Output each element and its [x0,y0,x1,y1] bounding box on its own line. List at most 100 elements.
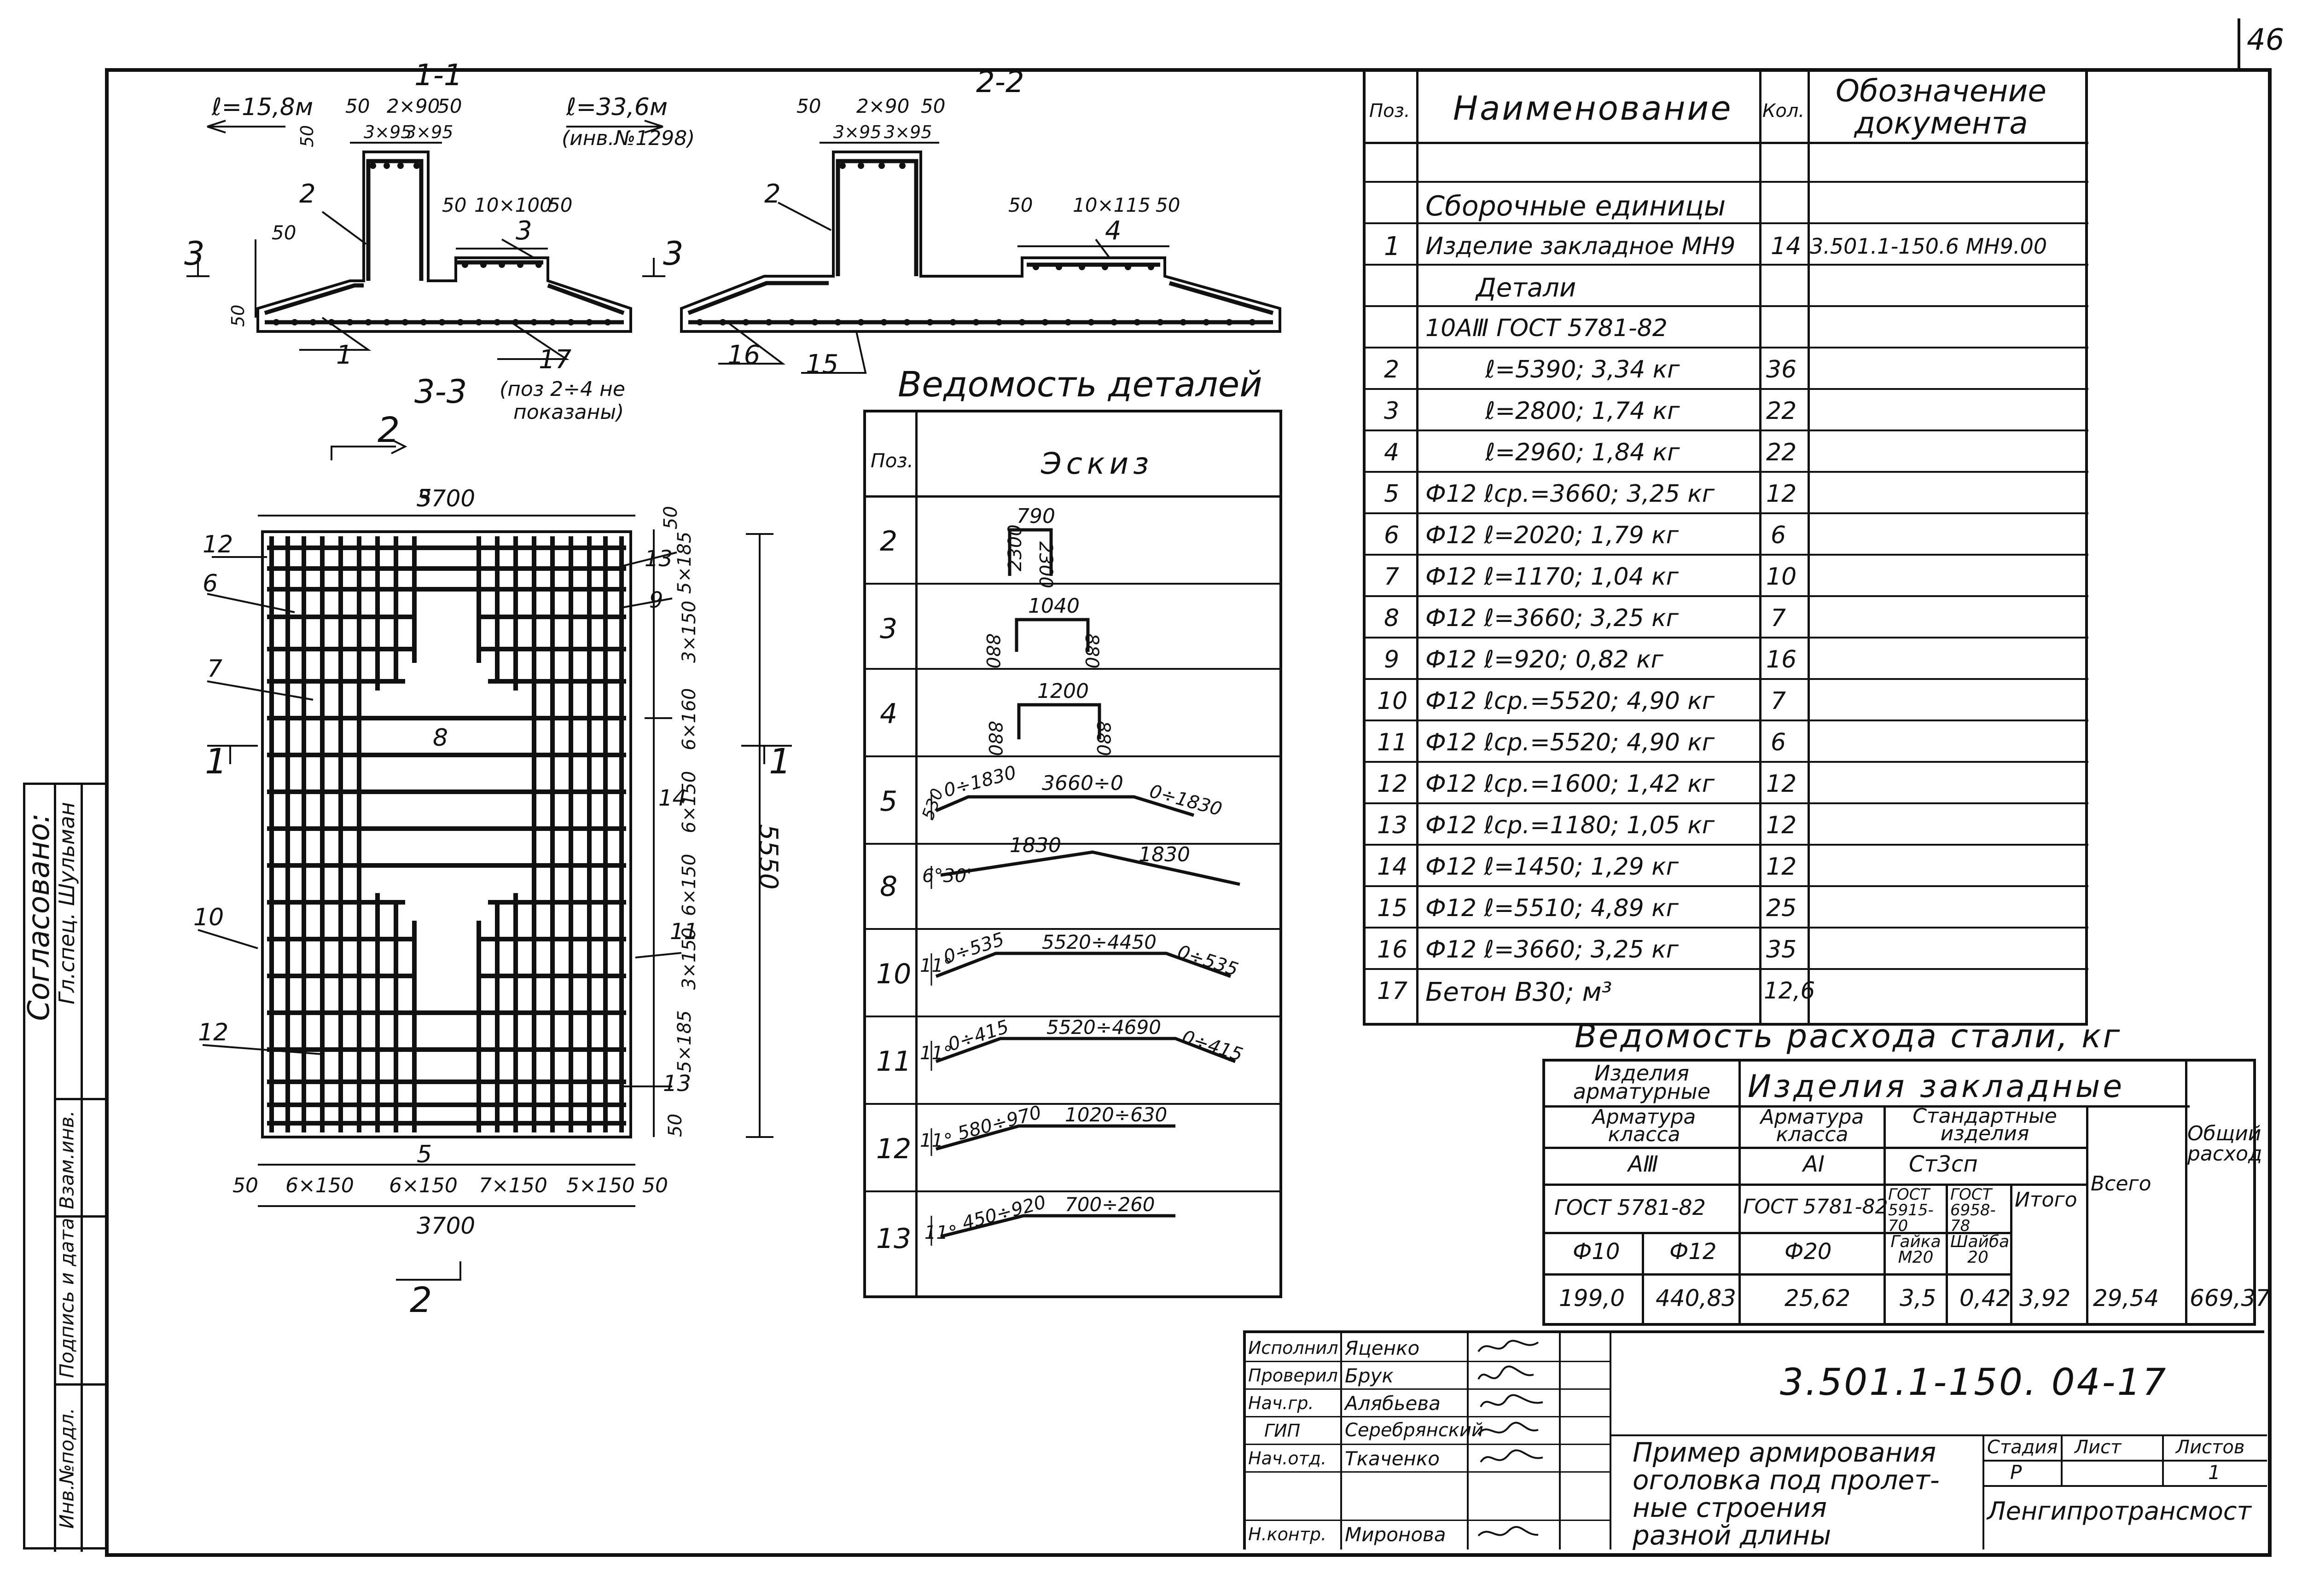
section-2-2-callout-4: 4 [1105,216,1122,246]
steel-h-total: Всего [2091,1172,2151,1196]
section-1-1-cut-right: 3 [663,235,684,273]
details-pos-3: 3 [880,613,898,645]
spec-row-6-qty: 6 [1771,522,1786,549]
sheet-number-box [2238,18,2240,69]
tb-role-2: Нач.гр. [1248,1393,1314,1413]
steel-h-rebar-class-2: Арматура класса [1760,1105,1864,1146]
spec-table: Поз. Наименование Кол. Обозначение докум… [1363,68,2088,1026]
plan-cut-bottom: 2 [410,1279,432,1320]
details-pos-11: 11 [876,1045,912,1078]
plan-callout-right-14: 14 [658,785,686,811]
spec-row-10-qty: 7 [1771,687,1786,715]
spec-row-1-qty: 14 [1771,232,1802,260]
details-sketches: 790 2300 2300 1040 880 880 1200 880 880 … [918,505,1245,1246]
spec-row-9-qty: 16 [1766,646,1797,673]
sketch-3-left: 880 [982,633,1003,668]
steel-class-a1: АⅠ [1803,1151,1825,1177]
sketch-2-top: 790 [1017,505,1055,528]
steel-val-d12: 440,83 [1656,1285,1736,1312]
tb-role-6: Н.контр. [1248,1524,1327,1544]
steel-h-rebar-items: Изделия арматурные [1573,1061,1711,1104]
sketch-2-left: 2300 [1005,524,1026,571]
section-2-2-dim-top-2: 50 [921,95,945,117]
section-3-3-note-1: (поз 2÷4 не [500,377,625,401]
spec-row-10-name: Ф12 ℓср.=5520; 4,90 кг [1425,687,1715,715]
spec-row-7-pos: 7 [1384,563,1400,591]
steel-h-subtotal: Итого [2015,1188,2077,1212]
spec-row-5-qty: 12 [1766,480,1797,508]
tb-organization: Ленгипротрансмост [1987,1497,2251,1526]
steel-gost-nut: ГОСТ 5915-70 [1888,1185,1934,1235]
tb-name-2: Алябьева [1345,1392,1441,1415]
sketch-8-c: 1830 [1139,843,1190,866]
section-2-2-dim-top-1: 2×90 [856,95,909,117]
plan-bottom-dim-4: 5×150 [566,1174,635,1197]
steel-grade: Ст3сп [1909,1151,1978,1177]
steel-h-total-all: Общий расход [2187,1122,2262,1166]
spec-row-2-pos: 2 [1384,356,1400,383]
sheet-number: 46 [2247,23,2285,57]
steel-table-title: Ведомость расхода стали, кг [1575,1017,2122,1055]
tb-stage-label: Стадия [1987,1437,2058,1458]
section-1-1-callout-3: 3 [516,216,532,246]
details-pos-2: 2 [880,525,898,557]
plan-callout-right-9: 9 [649,587,663,613]
plan-right-dim-6: 3×150 [679,928,700,990]
plan-callout-left-12a: 12 [203,531,233,558]
spec-header-name: Наименование [1453,89,1733,128]
plan-callout-right-13a: 13 [645,546,673,572]
sketch-11-c: 5520÷4690 [1046,1016,1161,1039]
title-block: Исполнил Яценко Проверил Брук Нач.гр. Ал… [1243,1330,2267,1551]
details-pos-5: 5 [880,785,898,818]
spec-row-17-pos: 17 [1377,977,1408,1005]
plan-bottom-dim-2: 6×150 [389,1174,458,1197]
section-1-1-bars [273,163,611,325]
steel-d10: Ф10 [1573,1239,1620,1265]
tb-role-1: Проверил [1248,1365,1338,1386]
steel-gost-2: ГОСТ 5781-82 [1743,1195,1888,1219]
spec-row-8-name: Ф12 ℓ=3660; 3,25 кг [1425,604,1679,632]
sketch-10-c: 5520÷4450 [1042,931,1157,953]
spec-row-12-pos: 12 [1377,770,1408,798]
plan-cut-right: 1 [769,741,791,782]
spec-row-7-name: Ф12 ℓ=1170; 1,04 кг [1425,563,1679,591]
tb-title-line-3: разной длины [1633,1520,1831,1551]
section-2-2-title: 2-2 [976,65,1024,99]
steel-class-a3: АⅢ [1628,1151,1658,1177]
section-1-1-l-left: ℓ=15,8м [211,93,313,121]
plan-bottom-dim-3: 7×150 [479,1174,547,1197]
spec-row-14-pos: 14 [1377,853,1408,881]
sketch-5-c: 3660÷0 [1042,772,1123,795]
spec-row-3-name: ℓ=2800; 1,74 кг [1485,397,1680,425]
section-1-1-callout-2: 2 [299,179,316,209]
section-2-2-dim-top-0: 50 [796,95,821,117]
spec-row-4-name: ℓ=2960; 1,84 кг [1485,439,1680,466]
plan-right-dim-3: 6×160 [679,688,700,750]
steel-val-subtotal: 3,92 [2019,1285,2071,1312]
spec-row-6-name: Ф12 ℓ=2020; 1,79 кг [1425,522,1679,549]
spec-row-4-qty: 22 [1766,439,1797,466]
section-1-1-dim-top-2: 50 [437,95,462,117]
sketch-10-a: 11° [920,955,953,976]
section-1-1-dim-left: 50 [272,221,296,244]
details-table: Поз. Эскиз 2 3 4 5 8 10 11 12 13 [863,410,1282,1298]
section-2-2-dim-top2-1: 3×95 [884,122,932,142]
section-1-1-l-right: ℓ=33,6м [566,93,668,121]
sketch-4-right: 880 [1093,721,1114,756]
plan-dim-bottom: 3700 [417,1213,475,1239]
spec-row-13-qty: 12 [1766,812,1797,839]
spec-row-17-name: Бетон В30; м³ [1425,977,1612,1007]
tb-stage: Р [2010,1461,2022,1484]
spec-row-11-pos: 11 [1377,729,1408,756]
plan-callout-inner-5b: 5 [417,1141,432,1168]
sketch-5-a: 530 [918,786,947,823]
spec-row-12-qty: 12 [1766,770,1797,798]
sketch-13-a: 11° [924,1222,957,1243]
sketch-13-b: 450÷920 [960,1191,1048,1234]
spec-row-3-qty: 22 [1766,397,1797,425]
plan-right-dim-5: 6×150 [679,854,700,916]
sketch-12-c: 1020÷630 [1065,1103,1167,1126]
spec-row-13-name: Ф12 ℓср.=1180; 1,05 кг [1425,812,1715,839]
tb-sheets: 1 [2208,1461,2221,1484]
